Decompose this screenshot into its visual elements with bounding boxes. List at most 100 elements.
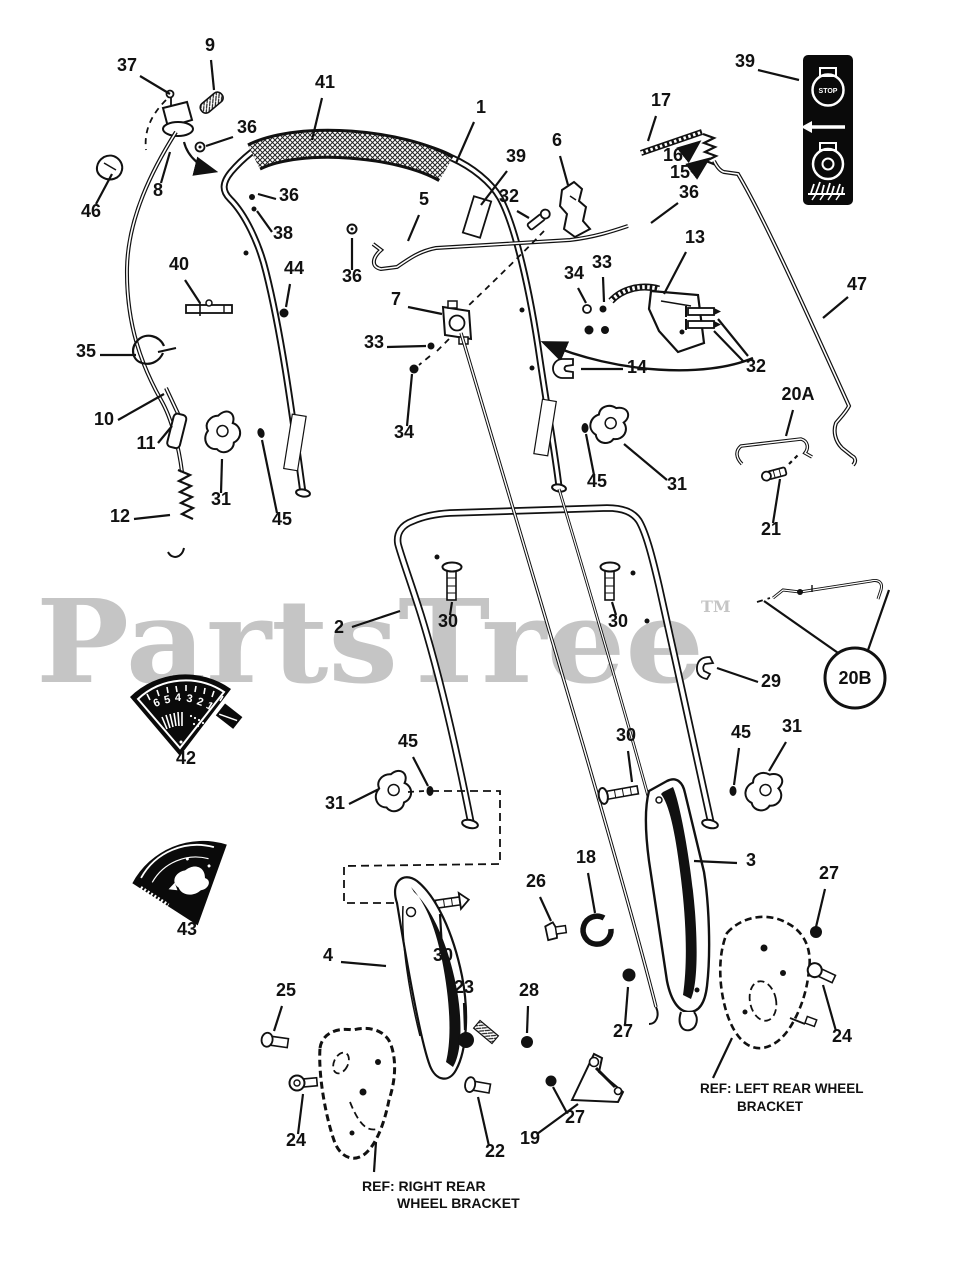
callout-30: 30 bbox=[438, 611, 458, 631]
washer-45 bbox=[257, 423, 737, 796]
leader-line bbox=[480, 170, 508, 206]
leader-line bbox=[386, 344, 427, 349]
leader-line bbox=[348, 788, 380, 805]
leader-line bbox=[821, 984, 838, 1032]
callout-41: 41 bbox=[315, 72, 335, 92]
leader-line bbox=[693, 859, 738, 865]
callout-10: 10 bbox=[94, 409, 114, 429]
callout-36: 36 bbox=[279, 185, 299, 205]
pin-9 bbox=[199, 91, 224, 114]
leader-line bbox=[205, 135, 234, 148]
upper-handle bbox=[224, 133, 567, 498]
leader-line bbox=[256, 210, 273, 233]
callout-7: 7 bbox=[391, 289, 401, 309]
bolt-30 bbox=[599, 561, 621, 601]
lower-handle bbox=[398, 508, 719, 830]
callout-24: 24 bbox=[832, 1026, 852, 1046]
callout-18: 18 bbox=[576, 847, 596, 867]
leader-line bbox=[685, 157, 711, 180]
callout-46: 46 bbox=[81, 201, 101, 221]
bracket-3 bbox=[644, 778, 711, 1032]
bolt-26 bbox=[544, 921, 568, 942]
leader-line bbox=[623, 443, 668, 481]
callout-8: 8 bbox=[153, 180, 163, 200]
bracket-19 bbox=[570, 1052, 625, 1104]
leader-line bbox=[717, 318, 749, 357]
callout-12: 12 bbox=[110, 506, 130, 526]
knob-31 bbox=[584, 398, 634, 450]
leader-line bbox=[133, 513, 171, 521]
nut-27 bbox=[622, 968, 636, 982]
callout-31: 31 bbox=[325, 793, 345, 813]
leader-line bbox=[340, 960, 387, 968]
callout-5: 5 bbox=[419, 189, 429, 209]
callout-35: 35 bbox=[76, 341, 96, 361]
dashed-ref-box bbox=[343, 790, 501, 904]
decal-digit-2: 2 bbox=[195, 695, 205, 708]
bolt-30 bbox=[441, 561, 463, 601]
callout-36: 36 bbox=[237, 117, 257, 137]
bracket-6 bbox=[558, 180, 592, 239]
leader-line bbox=[584, 433, 596, 476]
leader-line bbox=[663, 251, 687, 295]
decal-digit-5: 5 bbox=[163, 694, 172, 707]
safety-decal-39: STOP bbox=[801, 55, 853, 205]
callout-25: 25 bbox=[276, 980, 296, 1000]
leader-line bbox=[95, 173, 113, 205]
grass-icon bbox=[808, 181, 845, 201]
callout-45: 45 bbox=[398, 731, 418, 751]
callout-32: 32 bbox=[499, 186, 519, 206]
leader-line bbox=[184, 279, 201, 304]
leader-line bbox=[536, 1103, 579, 1135]
nut-28 bbox=[521, 1036, 533, 1048]
knob-31 bbox=[740, 766, 788, 816]
callout-29: 29 bbox=[761, 671, 781, 691]
bolt-22 bbox=[464, 1076, 492, 1094]
callout-14: 14 bbox=[627, 357, 647, 377]
callout-44: 44 bbox=[284, 258, 304, 278]
leader-line bbox=[284, 283, 292, 308]
callout-15: 15 bbox=[670, 162, 690, 182]
callout-34: 34 bbox=[564, 263, 584, 283]
callout-43: 43 bbox=[177, 919, 197, 939]
leader-line bbox=[448, 601, 454, 616]
leader-line bbox=[117, 393, 165, 421]
bolt-21 bbox=[761, 466, 788, 482]
bolt-30 bbox=[597, 785, 640, 805]
leader-line bbox=[771, 478, 782, 524]
leader-line bbox=[219, 458, 224, 494]
callout-16: 16 bbox=[663, 145, 683, 165]
leader-line bbox=[296, 1093, 305, 1135]
bolt-32b bbox=[687, 307, 715, 316]
leader-line bbox=[412, 756, 429, 787]
callout-40: 40 bbox=[169, 254, 189, 274]
leader-line bbox=[525, 1005, 530, 1034]
callout-26: 26 bbox=[526, 871, 546, 891]
leader-line bbox=[676, 140, 702, 164]
callout-2: 2 bbox=[334, 617, 344, 637]
callout-33: 33 bbox=[592, 252, 612, 272]
leader-line bbox=[768, 741, 787, 772]
callout-9: 9 bbox=[205, 35, 215, 55]
leader-line bbox=[516, 210, 530, 219]
right-wheel-bracket-ref bbox=[318, 1026, 397, 1173]
callout-30: 30 bbox=[616, 725, 636, 745]
assembly-13 bbox=[582, 283, 721, 354]
callout-17: 17 bbox=[651, 90, 671, 110]
clip-35 bbox=[132, 334, 166, 365]
leader-line bbox=[407, 305, 443, 316]
left-cable-assembly bbox=[96, 89, 233, 558]
decal-39-on-tube bbox=[461, 195, 493, 239]
stop-label: STOP bbox=[819, 88, 838, 95]
decal-digit-3: 3 bbox=[186, 693, 194, 706]
callout-31: 31 bbox=[211, 489, 231, 509]
callout-31: 31 bbox=[667, 474, 687, 494]
leader-line bbox=[272, 1005, 284, 1032]
leader-line bbox=[257, 192, 277, 201]
leader-line bbox=[260, 439, 279, 514]
callout-4: 4 bbox=[323, 945, 333, 965]
callout-37: 37 bbox=[117, 55, 137, 75]
callout-3: 3 bbox=[746, 850, 756, 870]
leader-line bbox=[539, 896, 552, 922]
